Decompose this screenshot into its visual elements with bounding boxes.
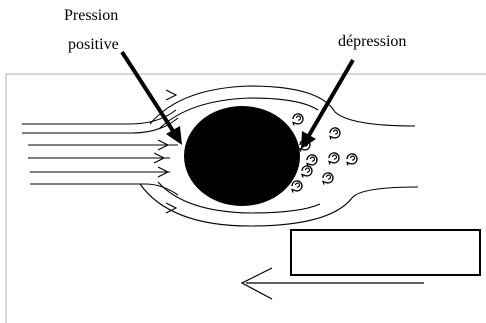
label-positive: positive	[68, 35, 119, 55]
swirl-icon	[292, 114, 357, 193]
streamlines-left	[22, 110, 178, 195]
label-depression: dépression	[338, 32, 406, 52]
pointer-arrow-depression	[301, 60, 353, 149]
label-pression: Pression	[64, 6, 118, 26]
obstacle-body	[184, 106, 300, 206]
empty-answer-box	[290, 229, 481, 276]
